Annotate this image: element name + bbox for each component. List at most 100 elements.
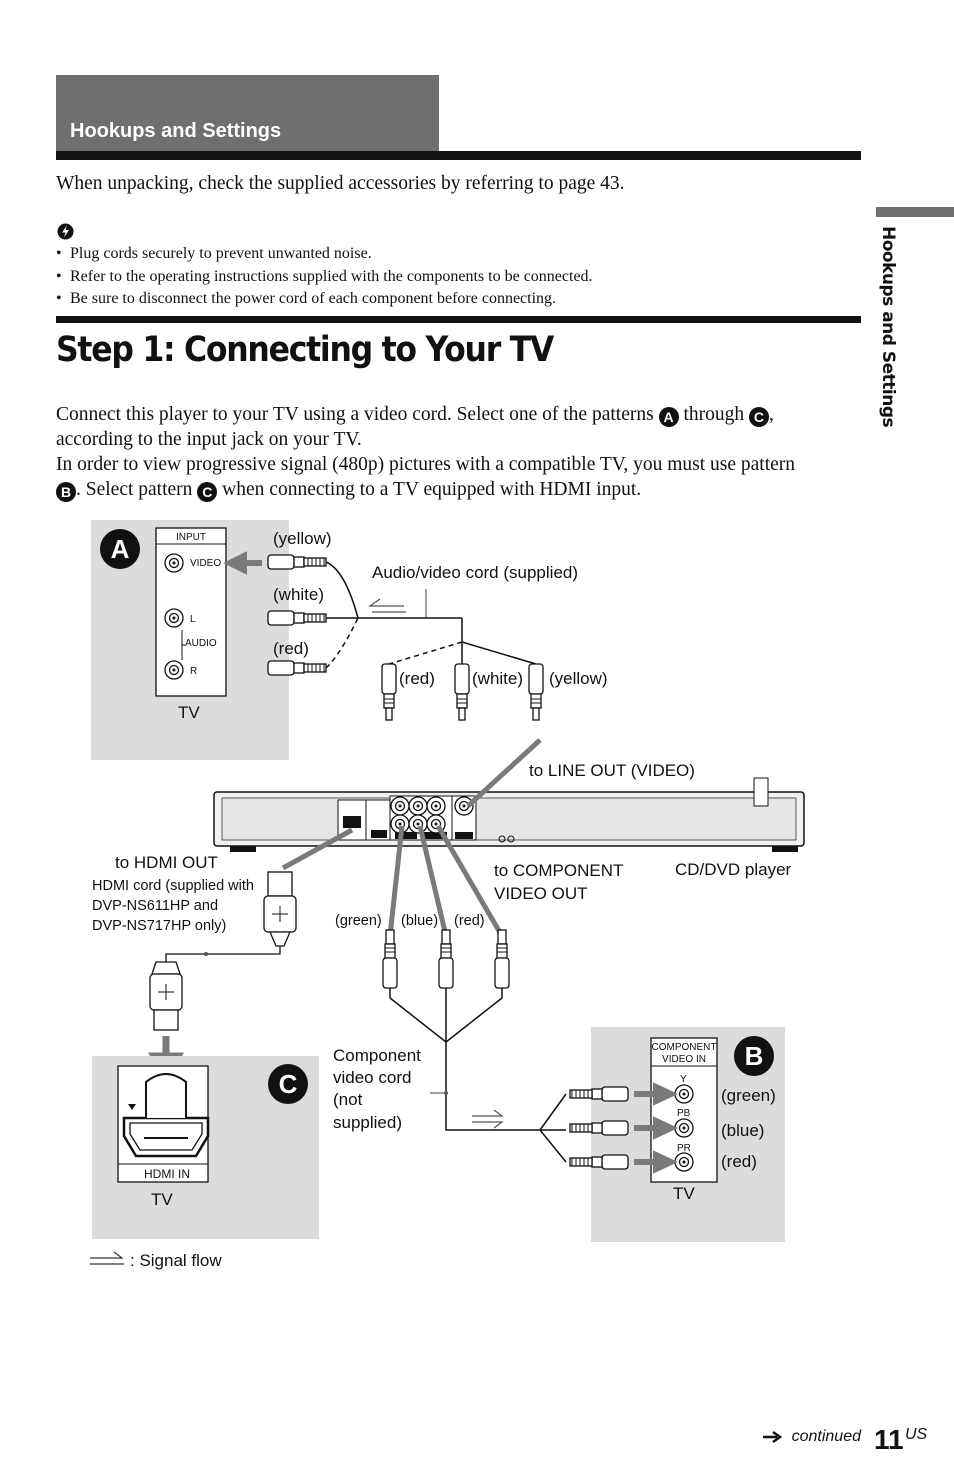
red-plug — [494, 929, 510, 999]
video-jack — [164, 553, 184, 573]
side-tab-label: Hookups and Settings — [878, 226, 898, 428]
panel-a-background — [91, 520, 289, 760]
dvd-player-rear — [213, 777, 805, 852]
signal-arrow-c — [148, 1036, 184, 1086]
green-label-b: (green) — [721, 1086, 776, 1105]
blue-label-3: (blue) — [401, 913, 438, 929]
comp-out-line-1: to COMPONENT — [494, 861, 623, 880]
section-title: Hookups and Settings — [70, 120, 282, 142]
panel-a-letter: A — [111, 534, 130, 564]
line-out-label: to LINE OUT (VIDEO) — [529, 761, 695, 780]
tv-label-a: TV — [178, 703, 200, 722]
step-title: Step 1: Connecting to Your TV — [56, 330, 554, 370]
p1-text-d: according to the input jack on your TV. — [56, 429, 362, 450]
white-plug-right — [454, 663, 470, 721]
section-header-tab: Hookups and Settings — [56, 75, 439, 153]
hdmi-cord-line-3: DVP-NS717HP only) — [92, 918, 226, 934]
component-in-panel — [650, 1037, 718, 1183]
note-item: Plug cords securely to prevent unwanted … — [56, 243, 861, 266]
side-tab-bar — [876, 207, 954, 217]
white-label-1: (white) — [273, 585, 324, 604]
red-plug-right — [381, 663, 397, 721]
panel-b-letter: B — [745, 1041, 764, 1071]
hdmi-in-label: HDMI IN — [144, 1167, 190, 1181]
pb-jack — [674, 1118, 694, 1138]
player-label: CD/DVD player — [675, 860, 792, 879]
hdmi-out-label: to HDMI OUT — [115, 853, 218, 872]
notes-list: Plug cords securely to prevent unwanted … — [56, 243, 861, 311]
tv-jack-panel-a — [155, 527, 227, 697]
comp-cord-line-4: supplied) — [333, 1113, 402, 1132]
audio-l-jack — [164, 608, 184, 628]
hdmi-plug-lower — [149, 961, 183, 1031]
pattern-b-marker: B — [56, 482, 76, 502]
yellow-label-1: (yellow) — [273, 529, 332, 548]
r-label: R — [190, 666, 197, 677]
yellow-label-2: (yellow) — [549, 669, 608, 688]
p2-text-c: when connecting to a TV equipped with HD… — [217, 479, 642, 500]
signal-flow-label: : Signal flow — [130, 1251, 222, 1270]
y-label: Y — [680, 1074, 687, 1085]
p2-text-b: . Select pattern — [76, 479, 198, 500]
tv-label-b: TV — [673, 1184, 695, 1203]
yellow-plug-right — [528, 663, 544, 721]
page-suffix: US — [905, 1426, 928, 1443]
section-divider — [56, 151, 861, 160]
av-cord-label: Audio/video cord (supplied) — [372, 563, 578, 582]
pattern-a-marker: A — [658, 407, 679, 427]
page-number: 11 — [874, 1424, 904, 1455]
p1-text-a: Connect this player to your TV using a v… — [56, 404, 659, 425]
hdmi-plug-upper — [263, 871, 297, 947]
comp-cord-line-2: video cord — [333, 1068, 411, 1087]
green-plug — [382, 929, 398, 999]
red-plug-left — [267, 660, 327, 676]
audio-label: AUDIO — [185, 638, 217, 649]
comp-in-line-1: COMPONENT — [652, 1042, 717, 1053]
p2-text-a: In order to view progressive signal (480… — [56, 454, 796, 475]
signal-flow-icon — [90, 1251, 124, 1265]
pattern-c-marker: C — [748, 407, 769, 427]
white-plug-left — [267, 610, 327, 626]
hdmi-cord-line-2: DVP-NS611HP and — [92, 898, 218, 914]
panel-c-letter: C — [279, 1069, 298, 1099]
step-divider — [56, 316, 861, 323]
panel-a-badge — [100, 529, 140, 569]
pb-label: PB — [677, 1108, 691, 1119]
y-jack — [674, 1084, 694, 1104]
pattern-c-marker: C — [197, 482, 218, 502]
panel-b-background — [591, 1027, 785, 1242]
p1-text-c: , — [768, 404, 774, 425]
intro-text: When unpacking, check the supplied acces… — [56, 173, 625, 194]
comp-cord-line-1: Component — [333, 1046, 421, 1065]
video-label: VIDEO — [190, 558, 221, 569]
tv-label-c: TV — [151, 1190, 173, 1209]
hdmi-cord-line-1: HDMI cord (supplied with — [92, 878, 254, 894]
panel-c-badge — [268, 1064, 308, 1104]
comp-in-line-2: VIDEO IN — [662, 1054, 706, 1065]
signal-arrow-a — [223, 551, 262, 575]
note-icon — [57, 223, 74, 240]
continued-arrow-icon — [763, 1430, 783, 1444]
note-item: Be sure to disconnect the power cord of … — [56, 288, 861, 311]
red-label-1: (red) — [273, 639, 309, 658]
comp-out-line-2: VIDEO OUT — [494, 884, 588, 903]
note-item: Refer to the operating instructions supp… — [56, 266, 861, 289]
white-label-2: (white) — [472, 669, 523, 688]
blue-plug — [438, 929, 454, 999]
yellow-plug-left — [267, 554, 327, 570]
hdmi-in-panel — [117, 1065, 209, 1183]
red-label-2: (red) — [399, 669, 435, 688]
red-label-3: (red) — [454, 913, 485, 929]
l-label: L — [190, 614, 196, 625]
step-paragraph-1: Connect this player to your TV using a v… — [56, 402, 866, 502]
green-label-3: (green) — [335, 913, 382, 929]
input-label: INPUT — [176, 532, 206, 543]
audio-r-jack — [164, 660, 184, 680]
panel-c-background — [92, 1056, 319, 1239]
pr-label: PR — [677, 1143, 691, 1154]
continued-label: continued — [791, 1428, 861, 1445]
panel-b-badge — [734, 1036, 774, 1076]
blue-label-b: (blue) — [721, 1121, 764, 1140]
comp-cord-line-3: (not — [333, 1090, 363, 1109]
